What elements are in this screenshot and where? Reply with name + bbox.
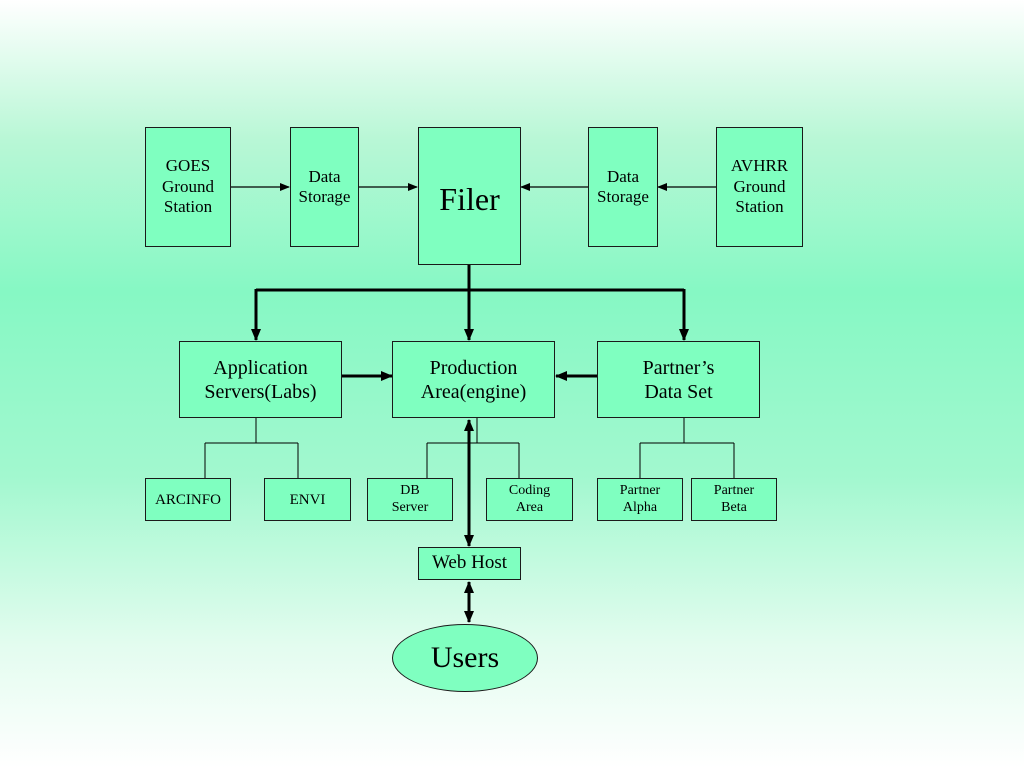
node-arcinfo: ARCINFO (145, 478, 231, 521)
tree-production (426, 418, 520, 478)
node-envi: ENVI (264, 478, 351, 521)
tree-app-servers (204, 418, 299, 478)
node-web-host: Web Host (418, 547, 521, 580)
node-db-server: DB Server (367, 478, 453, 521)
node-coding-area: Coding Area (486, 478, 573, 521)
node-users: Users (392, 624, 538, 692)
node-data-storage-left: Data Storage (290, 127, 359, 247)
node-filer: Filer (418, 127, 521, 265)
node-avhrr-ground-station: AVHRR Ground Station (716, 127, 803, 247)
tree-partner-data (639, 418, 735, 478)
node-data-storage-right: Data Storage (588, 127, 658, 247)
node-production-area: Production Area(engine) (392, 341, 555, 418)
node-goes-ground-station: GOES Ground Station (145, 127, 231, 247)
node-application-servers: Application Servers(Labs) (179, 341, 342, 418)
node-partner-beta: Partner Beta (691, 478, 777, 521)
node-partner-data-set: Partner’s Data Set (597, 341, 760, 418)
node-partner-alpha: Partner Alpha (597, 478, 683, 521)
